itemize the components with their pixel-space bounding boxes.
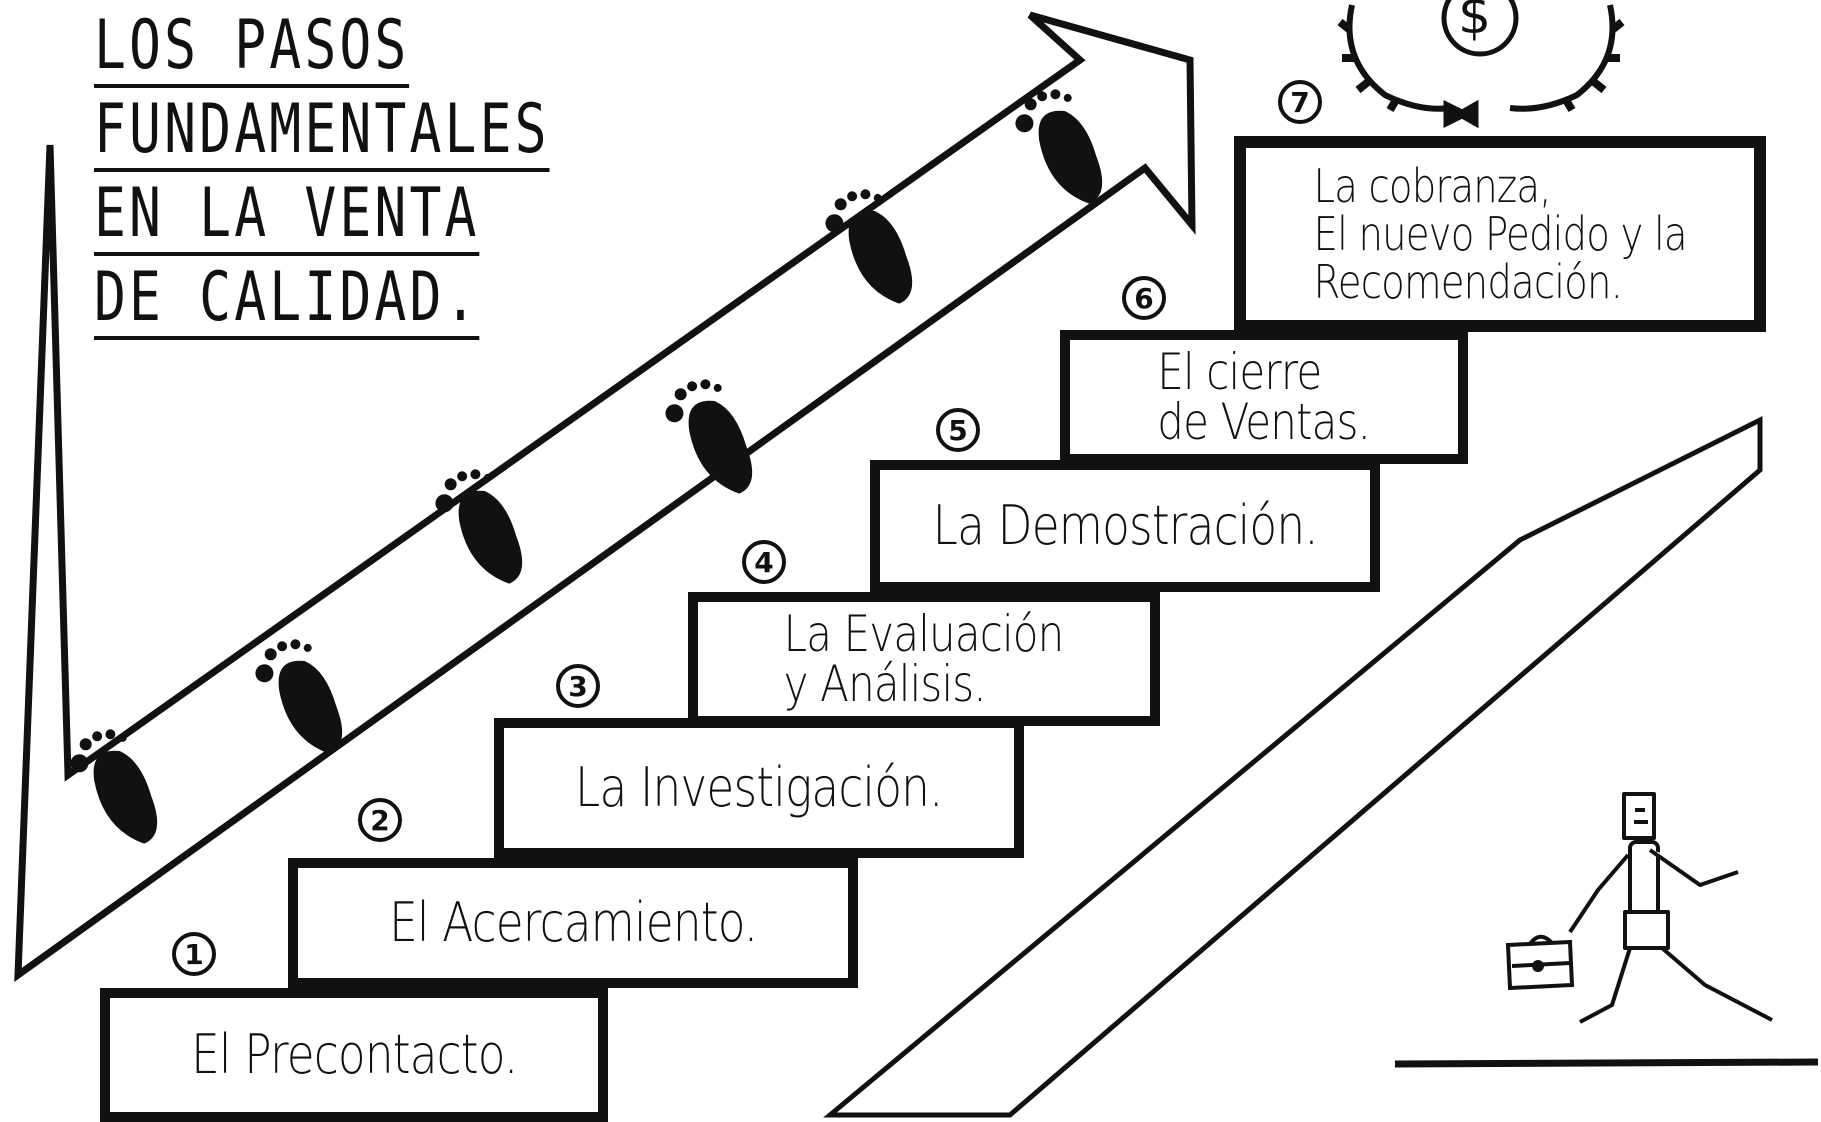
step-3-label: La Investigación. <box>575 756 943 819</box>
footprint-icon <box>665 379 753 494</box>
step-7-number: 7 <box>1278 80 1322 124</box>
step-4-box: La Evaluación y Análisis. <box>688 592 1160 726</box>
step-5-label: La Demostración. <box>932 494 1318 557</box>
step-7-label: La cobranza, El nuevo Pedido y la Recome… <box>1313 158 1687 310</box>
step-2-label: El Acercamiento. <box>388 891 758 954</box>
step-1-box: El Precontacto. <box>100 988 608 1122</box>
footprint-icon <box>70 729 158 844</box>
step-5-box: La Demostración. <box>870 460 1380 592</box>
step-3-box: La Investigación. <box>494 718 1024 858</box>
step-4-number: 4 <box>742 540 786 584</box>
dollar-laurel-icon <box>1337 0 1625 129</box>
briefcase-icon <box>1505 934 1575 991</box>
title-line-4: DE CALIDAD. <box>94 264 480 340</box>
step-1-label: El Precontacto. <box>190 1023 518 1086</box>
dollar-symbol: $ <box>1458 0 1492 46</box>
step-7-box: La cobranza, El nuevo Pedido y la Recome… <box>1234 136 1766 332</box>
footprints <box>70 89 1103 844</box>
footprint-icon <box>1015 89 1103 204</box>
footprint-icon <box>255 639 343 754</box>
footprint-icon <box>825 189 913 304</box>
step-5-number: 5 <box>936 408 980 452</box>
step-4-label: La Evaluación y Análisis. <box>784 605 1065 713</box>
step-2-box: El Acercamiento. <box>288 858 858 988</box>
step-6-box: El cierre de Ventas. <box>1060 330 1468 464</box>
step-6-label: El cierre de Ventas. <box>1157 343 1372 451</box>
ground-line <box>1394 1058 1819 1068</box>
footprint-icon <box>435 469 523 584</box>
step-6-number: 6 <box>1122 276 1166 320</box>
diagonal-ramp <box>823 415 1763 1118</box>
step-2-number: 2 <box>358 798 402 842</box>
title-line-3: EN LA VENTA <box>94 180 480 256</box>
step-1-number: 1 <box>172 932 216 976</box>
title-line-1: LOS PASOS <box>94 12 410 88</box>
salesman-figure-icon <box>1568 792 1773 1024</box>
title-line-2: FUNDAMENTALES <box>94 96 550 172</box>
step-3-number: 3 <box>556 664 600 708</box>
